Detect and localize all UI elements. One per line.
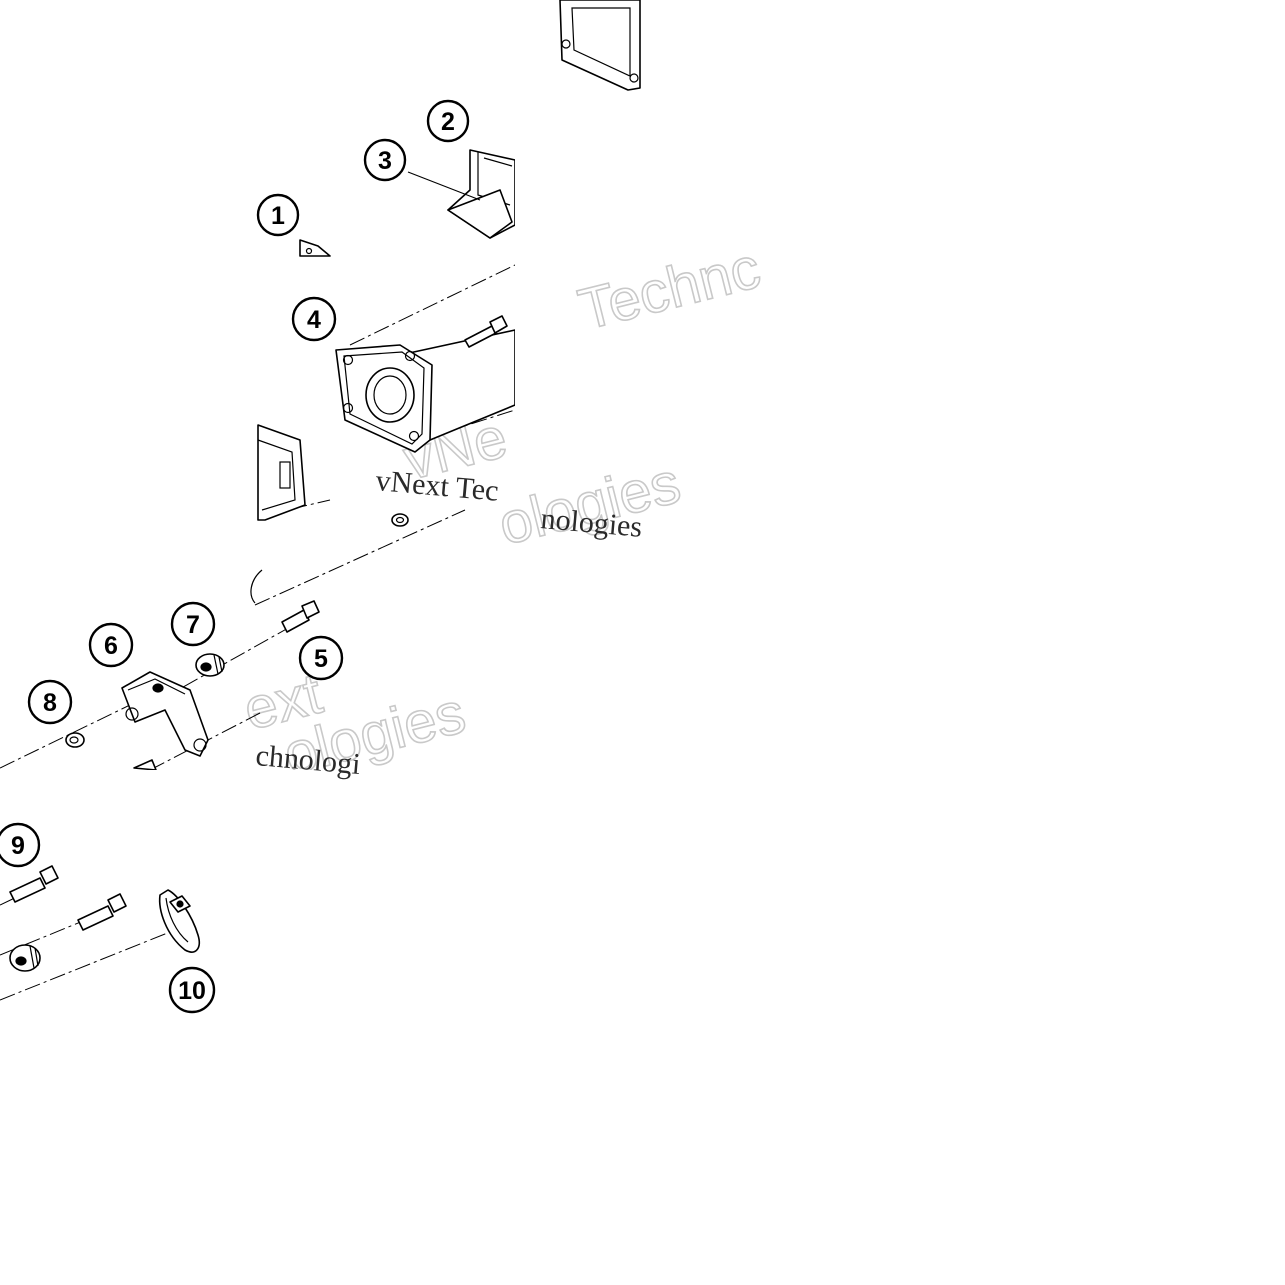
callout-balloon: 10	[168, 966, 216, 1014]
callout-label: 4	[307, 306, 321, 334]
hose-clamp-part	[158, 889, 201, 953]
grommet-part	[9, 944, 41, 972]
callout-balloon: 2	[426, 99, 470, 143]
callout-balloon: 6	[88, 622, 134, 668]
duct-fragment-part	[257, 424, 306, 521]
callout-balloon: 9	[0, 822, 41, 868]
bolt-part	[281, 600, 320, 633]
bolt-part	[133, 759, 157, 771]
callout-label: 9	[11, 832, 25, 860]
washer-part	[391, 513, 409, 527]
flange-elbow-part	[335, 329, 516, 453]
callout-balloon: 4	[291, 296, 337, 342]
watermark-text: Technc	[572, 235, 766, 343]
callout-label: 5	[314, 645, 328, 673]
bolt-part	[464, 315, 508, 348]
valve-housing-part	[447, 149, 516, 239]
bracket-part	[121, 671, 209, 757]
callout-balloon: 3	[363, 138, 407, 182]
callout-balloon: 8	[27, 679, 73, 725]
leader-line	[407, 171, 481, 201]
curved-fragment-part	[250, 569, 263, 604]
washer-part	[65, 732, 85, 748]
crop-mask	[0, 100, 555, 815]
callout-label: 3	[378, 147, 392, 175]
gasket-fragment-part	[299, 239, 331, 257]
bolt-part	[9, 865, 59, 903]
callout-label: 2	[441, 108, 455, 136]
grommet-part	[195, 653, 225, 677]
bolt-part	[77, 893, 127, 931]
callout-balloon: 1	[256, 193, 300, 237]
callout-label: 6	[104, 632, 118, 660]
callout-balloon: 5	[298, 635, 344, 681]
top-gasket-part	[559, 0, 641, 91]
callout-balloon: 7	[170, 601, 216, 647]
callout-label: 1	[271, 202, 285, 230]
callout-label: 7	[186, 611, 200, 639]
callout-label: 10	[178, 977, 206, 1005]
callout-label: 8	[43, 689, 57, 717]
